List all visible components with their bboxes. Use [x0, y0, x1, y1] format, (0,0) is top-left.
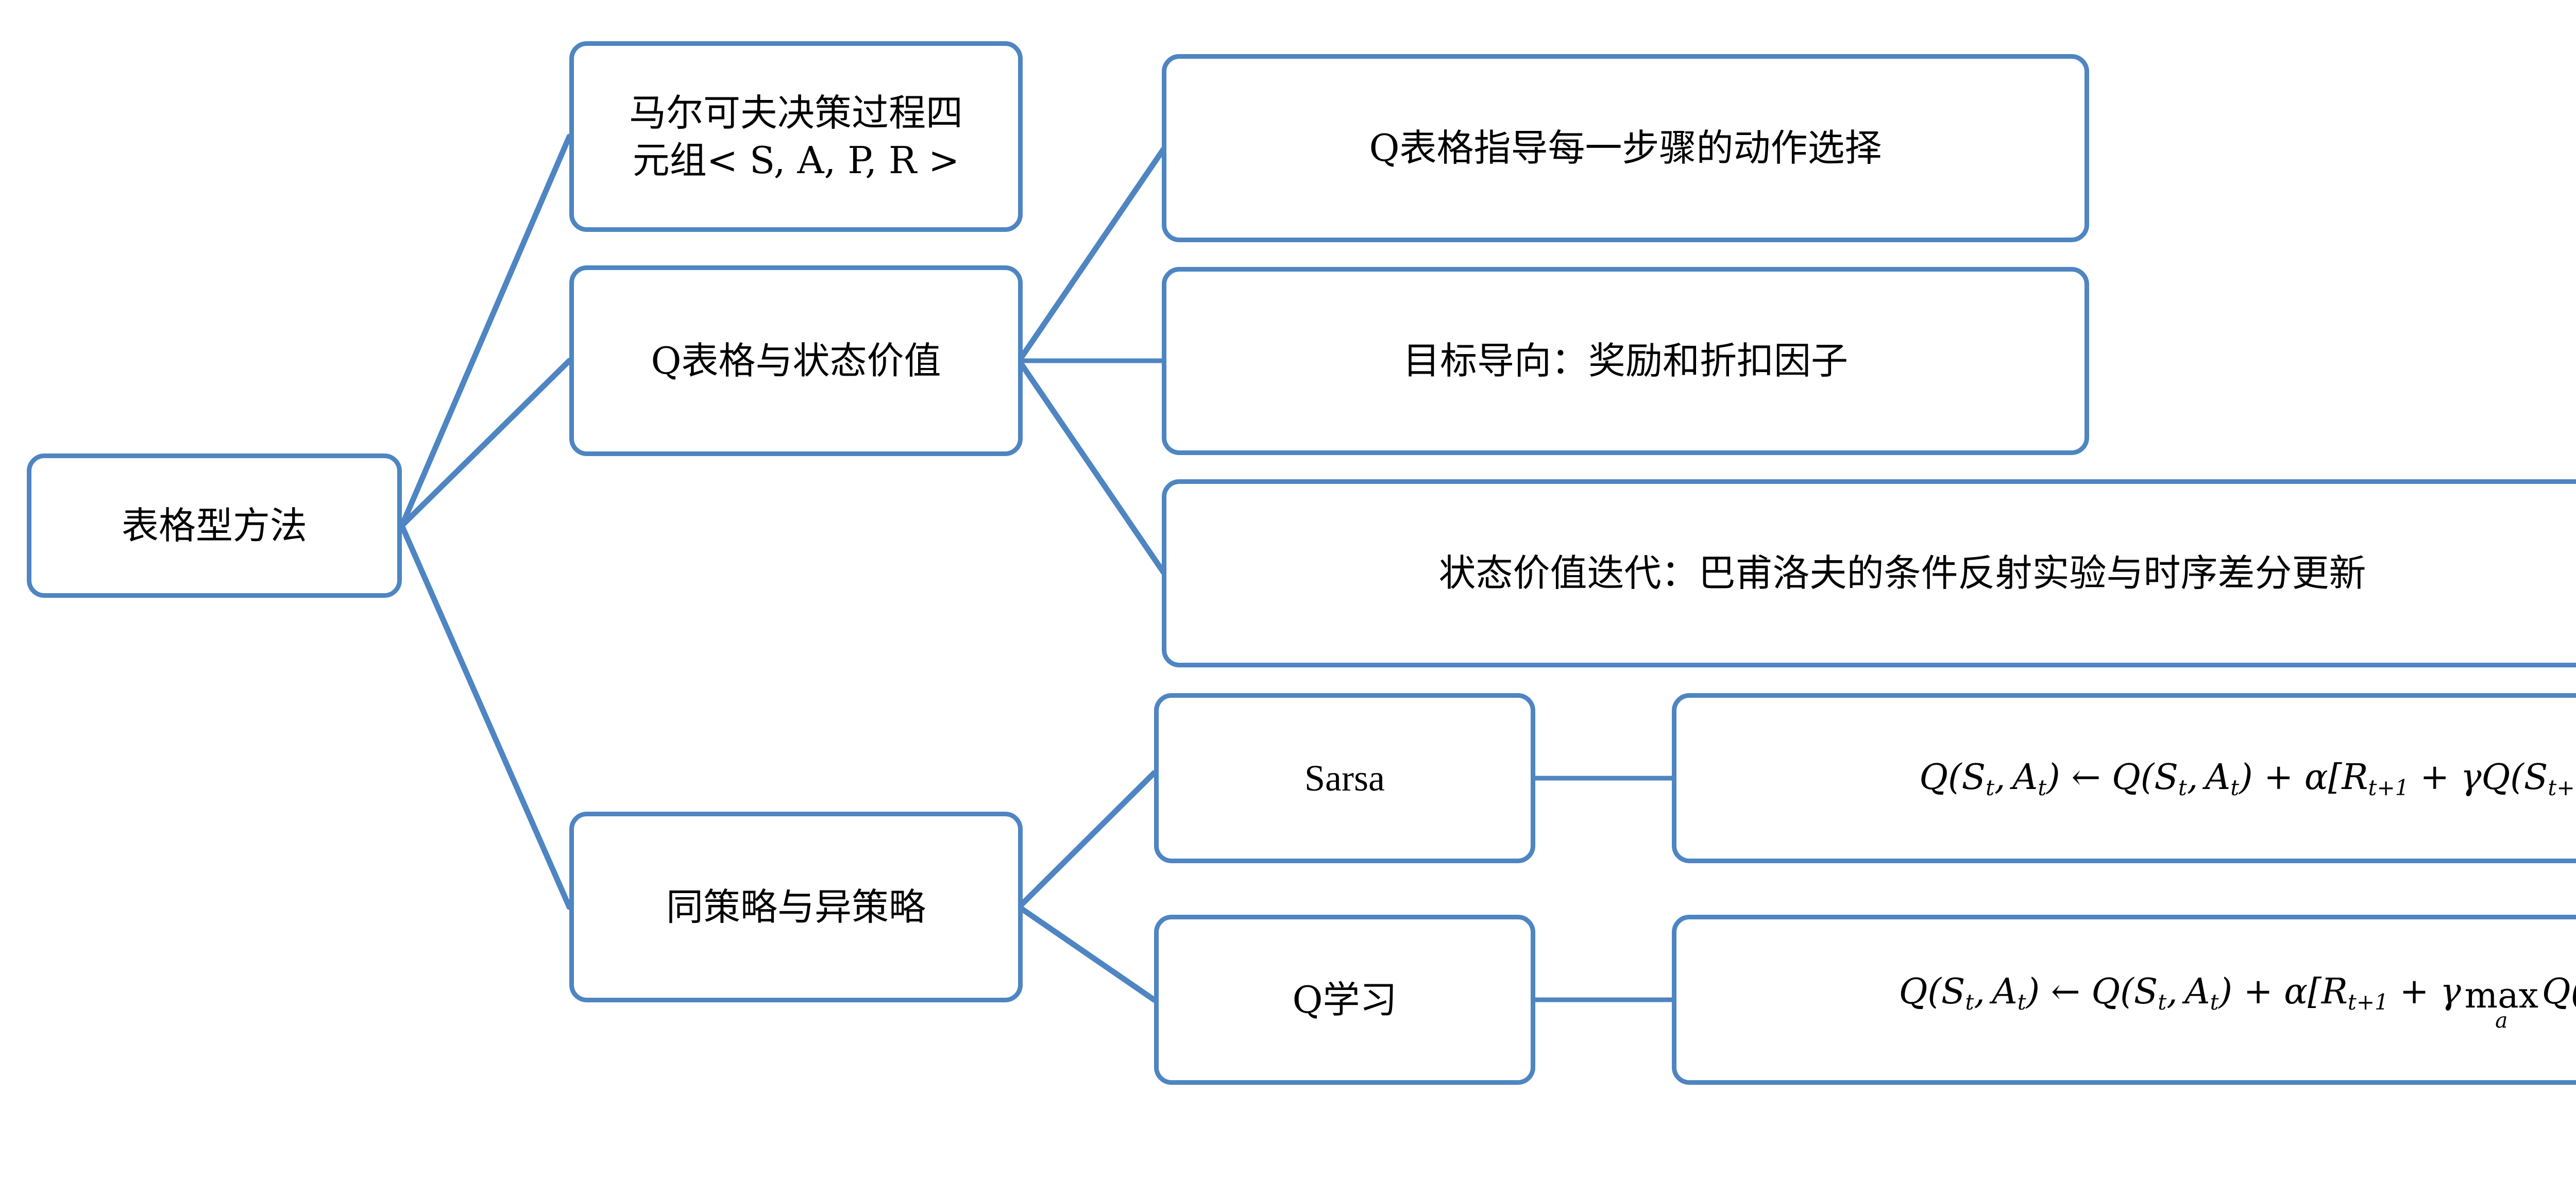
node-sarsa-label: Sarsa	[1304, 757, 1385, 799]
root-node[interactable]: 表格型方法	[27, 454, 402, 598]
edge-root-to-mdp	[399, 133, 572, 529]
node-on-off-policy[interactable]: 同策略与异策略	[569, 812, 1023, 1002]
node-goal-oriented-label: 目标导向：奖励和折扣因子	[1402, 339, 1848, 383]
edge-qtable-to-leaf3	[1016, 358, 1166, 575]
edge-policy-to-qlearning	[1016, 904, 1157, 1003]
node-goal-oriented[interactable]: 目标导向：奖励和折扣因子	[1162, 267, 2089, 455]
node-state-value-iteration[interactable]: 状态价值迭代：巴甫洛夫的条件反射实验与时序差分更新	[1162, 479, 2576, 667]
node-q-table-state-value[interactable]: Q表格与状态价值	[569, 265, 1023, 456]
edge-qtable-to-leaf1	[1016, 146, 1166, 364]
edge-policy-to-sarsa	[1016, 770, 1157, 910]
node-sarsa-formula[interactable]: Q(St, At) ← Q(St, At) + α[Rt+1 + γQ(St+1…	[1672, 693, 2576, 863]
node-sarsa[interactable]: Sarsa	[1154, 693, 1535, 863]
node-state-value-iteration-label: 状态价值迭代：巴甫洛夫的条件反射实验与时序差分更新	[1438, 551, 2366, 595]
node-q-learning[interactable]: Q学习	[1154, 915, 1535, 1085]
node-markov-decision-process[interactable]: 马尔可夫决策过程四 元组< S, A, P, R >	[569, 41, 1023, 232]
node-on-off-policy-label: 同策略与异策略	[666, 885, 926, 929]
edge-root-to-qtable	[399, 358, 572, 529]
node-q-table-guides-action-label: Q表格指导每一步骤的动作选择	[1369, 126, 1882, 170]
node-q-learning-label: Q学习	[1292, 978, 1397, 1021]
root-node-label: 表格型方法	[121, 503, 307, 547]
edge-root-to-policy	[399, 523, 572, 910]
sarsa-formula-expression: Q(St, At) ← Q(St, At) + α[Rt+1 + γQ(St+1…	[1919, 757, 2576, 800]
node-q-table-guides-action[interactable]: Q表格指导每一步骤的动作选择	[1162, 54, 2089, 242]
node-q-table-state-value-label: Q表格与状态价值	[651, 339, 941, 382]
node-markov-decision-process-label: 马尔可夫决策过程四 元组< S, A, P, R >	[629, 91, 963, 182]
